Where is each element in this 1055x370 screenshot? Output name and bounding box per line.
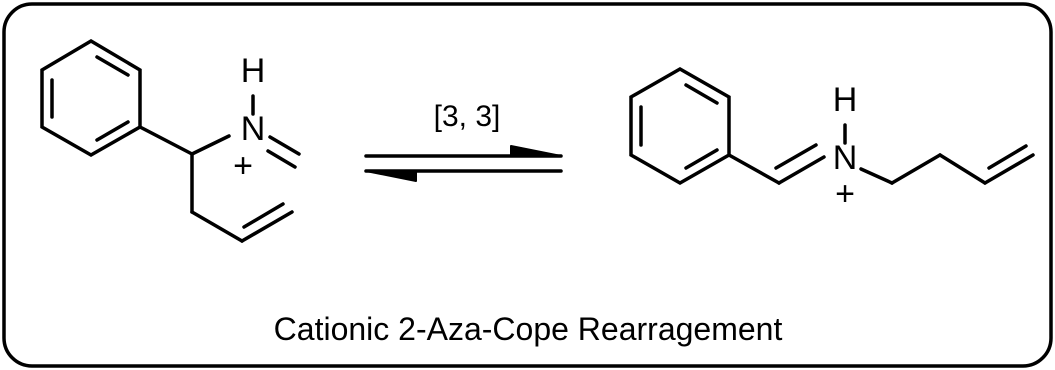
reactant-ring-double-bond — [95, 120, 130, 142]
product-h-label: H — [833, 81, 858, 119]
product-charge-label: + — [835, 175, 855, 213]
product-chain-bond — [890, 153, 942, 185]
reactant-charge-label: + — [233, 147, 253, 185]
reactant-benzene-ring — [40, 38, 142, 158]
product-ring-to-ch-bond — [727, 153, 781, 185]
reactant-ch-to-n-bond — [190, 134, 231, 156]
product-ring-bonds — [629, 66, 731, 186]
product-vinyl-bond — [983, 153, 1035, 185]
reactant-ring-to-ch-bond — [138, 125, 194, 156]
product-ring-double-bond — [684, 83, 719, 105]
equilibrium-arrows: [3, 3] — [364, 100, 563, 182]
product-molecule: H N + — [629, 66, 1035, 213]
product-chain-bond — [938, 153, 987, 185]
product-benzene-ring — [629, 66, 731, 186]
product-iminium-bond — [777, 155, 826, 185]
reactant-iminium-double-bond — [266, 149, 297, 169]
reactant-vinyl-double-bond — [242, 202, 285, 229]
product-iminium-double-bond — [774, 143, 818, 170]
reactant-ch2-to-vinyl-bond — [190, 210, 244, 243]
reactant-ring-bonds — [40, 38, 142, 158]
forward-arrow-head — [510, 145, 562, 157]
reactant-ring-double-bond — [95, 55, 130, 77]
product-ring-double-bond — [684, 148, 719, 170]
reactant-h-label: H — [241, 52, 266, 90]
reactant-iminium-bond — [268, 135, 301, 156]
product-vinyl-double-bond — [987, 144, 1028, 170]
scheme-caption: Cationic 2-Aza-Cope Rearragement — [274, 311, 783, 347]
reactant-vinyl-bond — [240, 210, 294, 243]
reactant-molecule: H N + — [40, 38, 301, 243]
product-n-to-ch2-bond — [859, 167, 894, 185]
product-n-label: N — [833, 139, 858, 177]
reactant-n-label: N — [241, 110, 266, 148]
sigmatropic-condition-label: [3, 3] — [434, 100, 501, 133]
reverse-arrow-head — [365, 170, 417, 182]
